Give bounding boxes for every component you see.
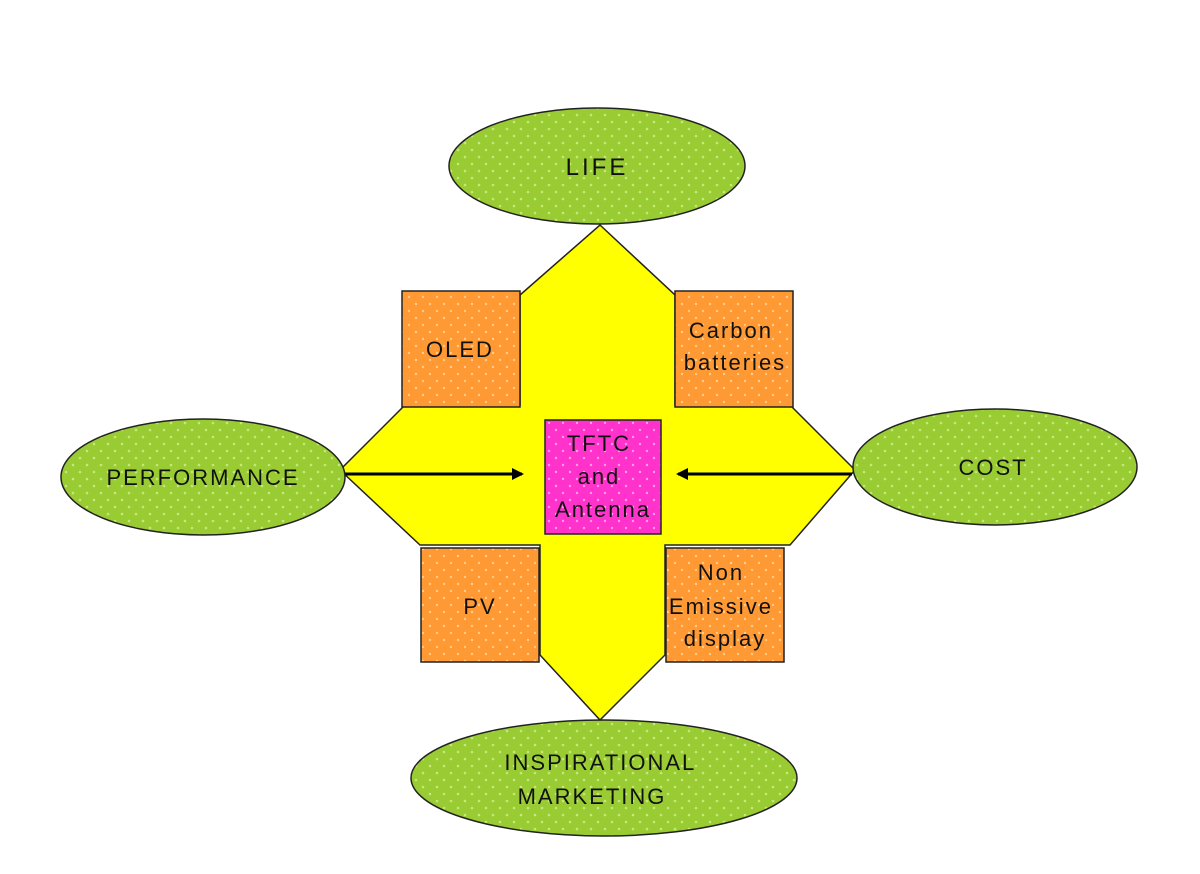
box-non-emissive-display: Non Emissive display — [665, 547, 785, 663]
box-oled-line-1: OLED — [426, 337, 494, 362]
ellipse-performance: PERFORMANCE — [60, 418, 346, 536]
box-carbon-batteries-label: Carbon batteries — [684, 318, 786, 375]
box-oled-label: OLED — [426, 337, 494, 362]
ellipse-marketing-line-2: MARKETING — [518, 784, 667, 809]
box-pv-line-1: PV — [463, 594, 496, 619]
ellipse-inspirational-line-1: INSPIRATIONAL — [504, 750, 695, 775]
ellipse-inspirational-marketing: INSPIRATIONAL MARKETING — [410, 719, 798, 837]
box-carbon-line-1: Carbon — [689, 318, 773, 343]
box-carbon-batteries: Carbon batteries — [674, 290, 794, 408]
box-display-line-3: display — [684, 626, 766, 651]
ellipse-performance-label: PERFORMANCE — [106, 465, 299, 490]
box-emissive-line-2: Emissive — [669, 594, 773, 619]
ellipse-performance-line-1: PERFORMANCE — [106, 465, 299, 490]
ellipse-inspirational-marketing-label: INSPIRATIONAL MARKETING — [504, 750, 703, 809]
ellipse-life-line-1: LIFE — [566, 154, 629, 181]
center-box-label: TFTC and Antenna — [555, 431, 651, 522]
box-oled: OLED — [401, 290, 521, 408]
box-batteries-line-2: batteries — [684, 350, 786, 375]
ellipse-cost: COST — [852, 408, 1138, 526]
center-tftc-line-1: TFTC — [567, 431, 631, 456]
ellipse-life-label: LIFE — [566, 154, 629, 181]
box-pv: PV — [420, 547, 540, 663]
ellipse-life: LIFE — [448, 107, 746, 225]
box-pv-label: PV — [463, 594, 496, 619]
center-and-line-2: and — [578, 464, 621, 489]
ellipse-cost-line-1: COST — [958, 455, 1027, 480]
box-non-emissive-display-label: Non Emissive display — [669, 560, 781, 651]
center-box-tftc-antenna: TFTC and Antenna — [544, 419, 662, 535]
ellipse-cost-label: COST — [958, 455, 1027, 480]
box-non-line-1: Non — [698, 560, 744, 585]
center-antenna-line-3: Antenna — [555, 497, 651, 522]
